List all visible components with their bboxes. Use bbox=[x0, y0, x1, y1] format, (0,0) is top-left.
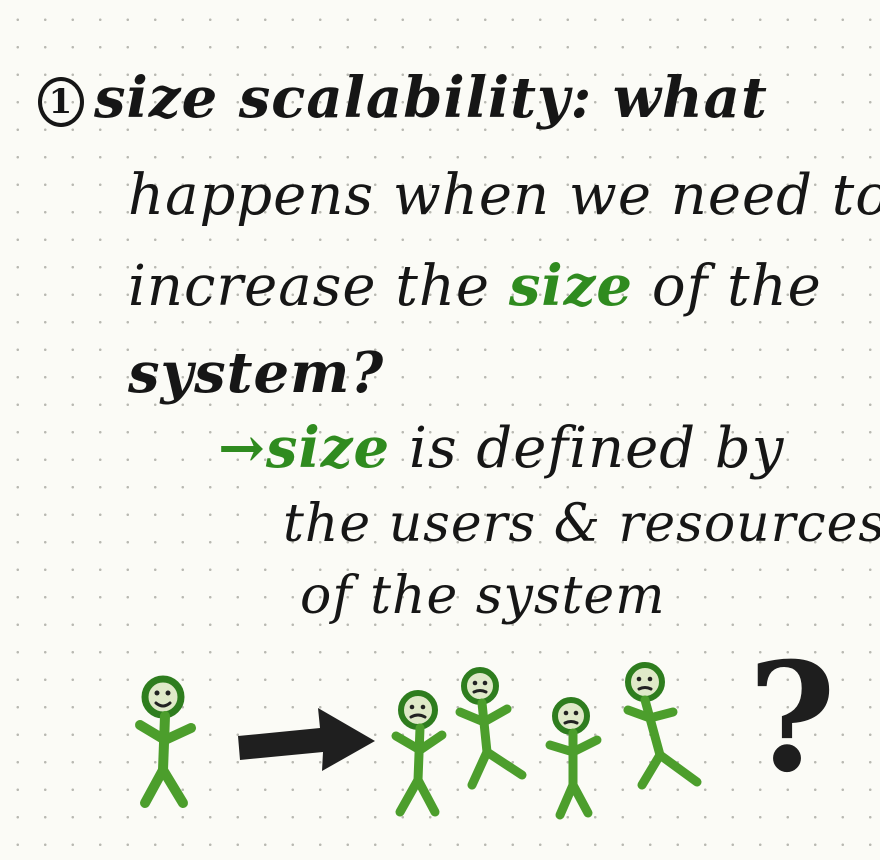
arrow-icon: → bbox=[218, 415, 266, 481]
note-line-3: increase the size of the bbox=[128, 258, 822, 315]
stick-figure bbox=[391, 690, 447, 817]
sub-note-line-1: →size is defined by bbox=[218, 420, 784, 477]
heading-rest: : what bbox=[570, 65, 768, 131]
term-size-scalability: size scalability bbox=[94, 65, 571, 131]
stick-figure bbox=[545, 697, 602, 820]
stick-figure bbox=[455, 667, 527, 790]
stick-figure-before bbox=[135, 675, 196, 808]
right-arrow bbox=[238, 708, 375, 771]
size-highlight-2: size bbox=[265, 415, 391, 481]
question-mark: ? bbox=[748, 630, 836, 806]
size-highlight: size bbox=[508, 253, 634, 319]
item-number: 1 bbox=[38, 77, 84, 127]
sub-line1-post: is defined by bbox=[390, 416, 785, 481]
stick-figure-group-after bbox=[391, 662, 702, 820]
sub-note-line-3: of the system bbox=[300, 566, 666, 626]
stick-figure bbox=[623, 662, 702, 790]
note-line-4: system? bbox=[128, 340, 385, 406]
note-line-2: happens when we need to bbox=[128, 163, 880, 228]
line3-pre: increase the bbox=[128, 254, 509, 319]
line3-post: of the bbox=[633, 254, 822, 319]
sub-note-line-2: the users & resources bbox=[283, 494, 880, 554]
